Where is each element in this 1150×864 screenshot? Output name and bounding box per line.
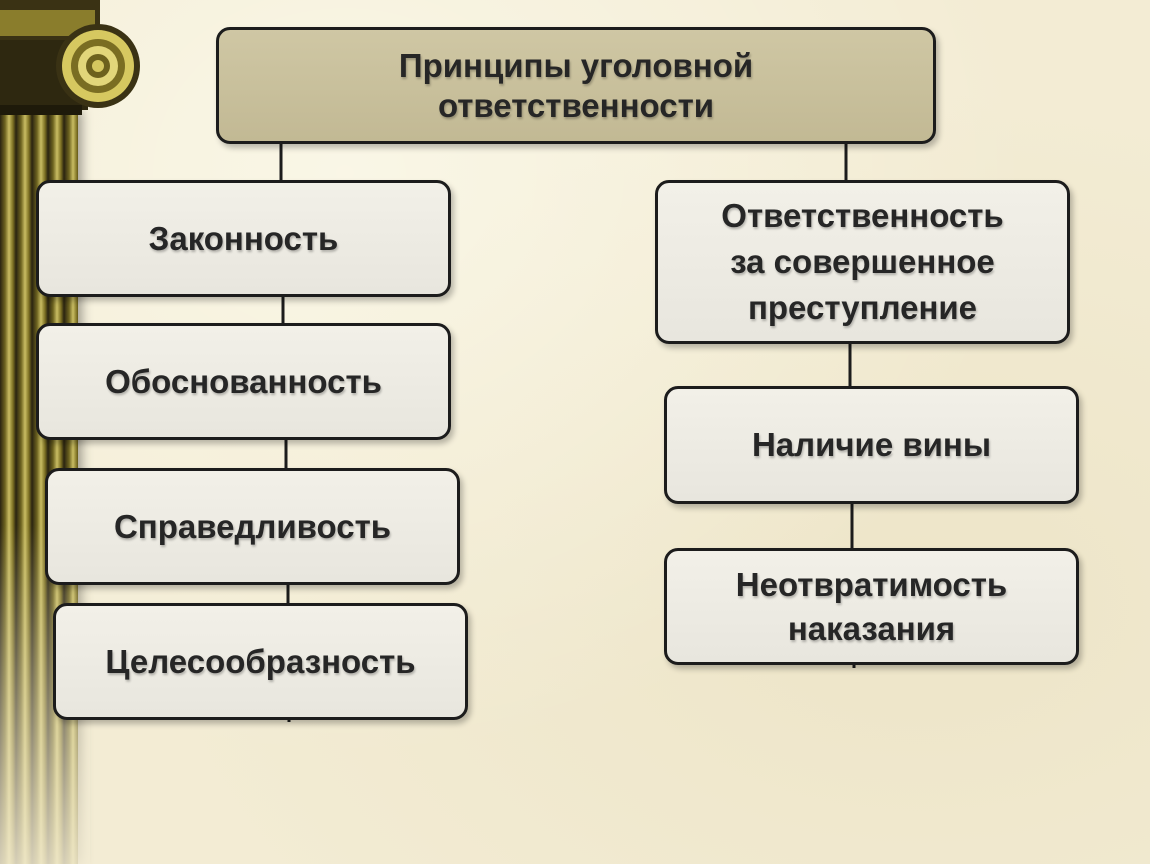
node-label: Наличие вины xyxy=(751,426,992,463)
root-node: Принципы уголовной ответственности xyxy=(216,27,936,144)
node-label: Ответственность за совершенное преступле… xyxy=(721,197,1004,326)
node-label: Обоснованность xyxy=(105,362,382,400)
node-neotvratimost: Неотвратимость наказания xyxy=(664,548,1079,665)
node-nalichie-viny: Наличие вины xyxy=(664,386,1079,504)
node-spravedlivost: Справедливость xyxy=(45,468,460,585)
node-label: Целесообразность xyxy=(105,642,416,680)
node-zakonnost: Законность xyxy=(36,180,451,297)
column-capital xyxy=(0,0,140,115)
node-obosnovannost: Обоснованность xyxy=(36,323,451,440)
root-node-label: Принципы уголовной ответственности xyxy=(398,46,754,124)
node-label: Справедливость xyxy=(113,507,392,545)
node-label: Неотвратимость наказания xyxy=(735,565,1008,647)
node-otvetstvennost: Ответственность за совершенное преступле… xyxy=(655,180,1070,344)
node-tselesoobraznost: Целесообразность xyxy=(53,603,468,720)
node-label: Законность xyxy=(148,219,339,257)
